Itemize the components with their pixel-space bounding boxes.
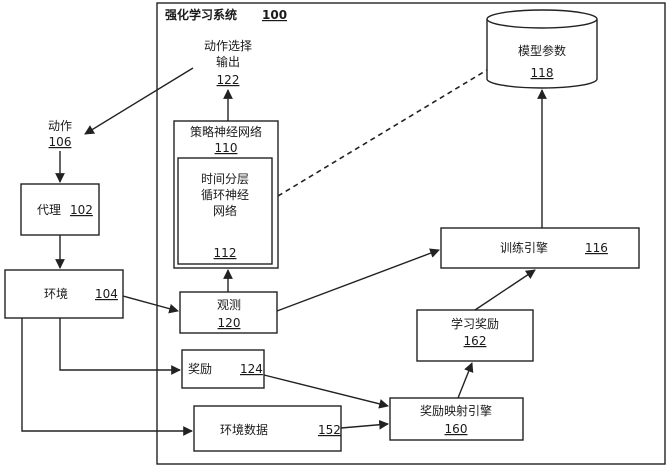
- agent-label: 代理: [37, 203, 61, 217]
- learning-reward-number: 162: [464, 334, 487, 348]
- action-number: 106: [49, 135, 72, 149]
- agent-number: 102: [70, 203, 93, 217]
- temporal-network-number: 112: [214, 246, 237, 260]
- reward-number: 124: [240, 362, 263, 376]
- environment-box: [4, 269, 124, 319]
- action-output-label-line2: 输出: [216, 54, 240, 69]
- training-engine-number: 116: [585, 241, 608, 255]
- action-output-label-line1: 动作选择: [204, 39, 252, 53]
- policy-network-number: 110: [215, 141, 238, 155]
- temporal-network-line1: 时间分层: [201, 172, 249, 186]
- training-engine-box: [440, 227, 640, 269]
- environment-label: 环境: [44, 286, 68, 301]
- arrow-learning-reward-to-training: [474, 269, 536, 311]
- reward-mapping-engine-label: 奖励映射引擎: [420, 403, 492, 418]
- environment-data-label: 环境数据: [220, 422, 268, 437]
- learning-reward-label: 学习奖励: [451, 316, 499, 331]
- reward-box: [181, 349, 265, 389]
- arrow-environment-to-reward: [59, 318, 181, 375]
- system-title: 强化学习系统: [165, 7, 237, 22]
- reward-mapping-engine-number: 160: [445, 422, 468, 436]
- dashed-link-params-to-policy: [277, 69, 488, 197]
- arrow-observation-to-training: [276, 248, 440, 312]
- arrow-output-to-action: [84, 67, 194, 135]
- system-number: 100: [262, 8, 287, 22]
- temporal-network-line2: 循环神经: [201, 188, 249, 202]
- observation-box: [179, 291, 278, 334]
- arrow-environment-to-observation: [122, 295, 179, 314]
- action-output-number: 122: [217, 73, 240, 87]
- environment-data-box: [193, 405, 342, 452]
- training-engine-label: 训练引擎: [500, 240, 548, 255]
- reward-label: 奖励: [188, 362, 212, 376]
- arrow-envdata-to-mapping: [340, 419, 389, 430]
- action-label: 动作: [48, 119, 72, 133]
- environment-data-number: 152: [318, 423, 341, 437]
- learning-reward-box: [416, 309, 534, 362]
- model-params-number: 118: [531, 66, 554, 80]
- arrow-mapping-to-learning-reward: [457, 362, 474, 399]
- temporal-network-box: [177, 157, 273, 265]
- policy-network-label: 策略神经网络: [190, 124, 262, 139]
- temporal-network-line3: 网络: [213, 203, 237, 218]
- arrow-environment-to-environment-data: [21, 318, 193, 436]
- observation-label: 观测: [217, 298, 241, 312]
- model-params-database: [486, 9, 598, 89]
- arrow-reward-to-mapping: [263, 374, 389, 409]
- observation-number: 120: [218, 316, 241, 330]
- environment-number: 104: [95, 287, 118, 301]
- model-params-label: 模型参数: [518, 43, 566, 58]
- reward-mapping-engine-box: [389, 397, 524, 441]
